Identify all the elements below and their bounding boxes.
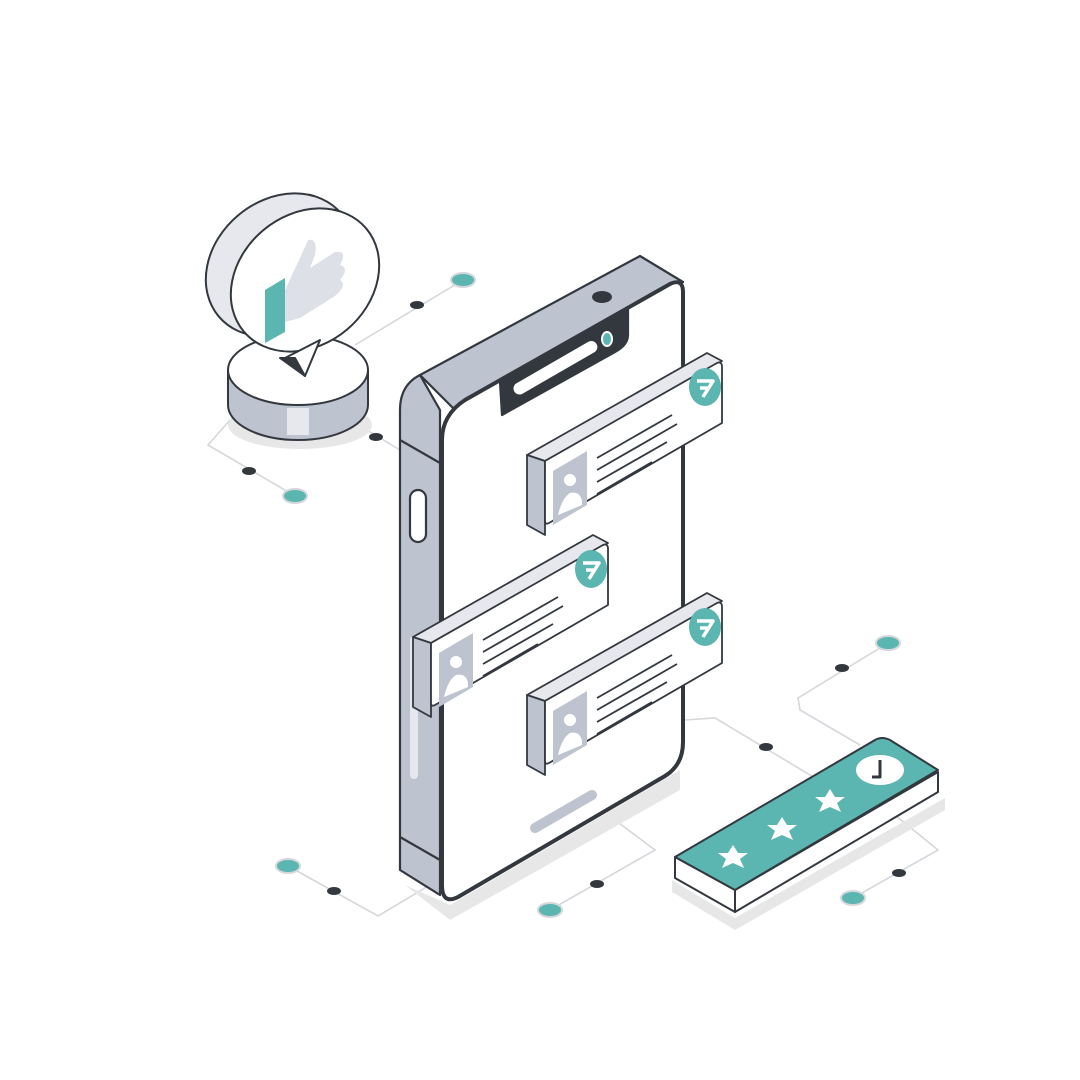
- connector-endpoints: [275, 272, 901, 918]
- phone-top-dot: [592, 291, 612, 303]
- phone-top: [418, 254, 685, 412]
- rating-bar: [674, 737, 939, 913]
- side-button[interactable]: [408, 488, 428, 544]
- like-bubble: [204, 192, 381, 377]
- star-icon: [718, 845, 748, 868]
- thumbs-up-icon: [265, 239, 345, 343]
- phone-shadow: [405, 770, 680, 920]
- star-icon: [815, 789, 845, 812]
- home-indicator[interactable]: [530, 790, 597, 833]
- camera-icon: [601, 331, 613, 347]
- speaker-slot: [513, 341, 598, 395]
- star-icon: [767, 817, 797, 840]
- connector-dots: [242, 301, 906, 895]
